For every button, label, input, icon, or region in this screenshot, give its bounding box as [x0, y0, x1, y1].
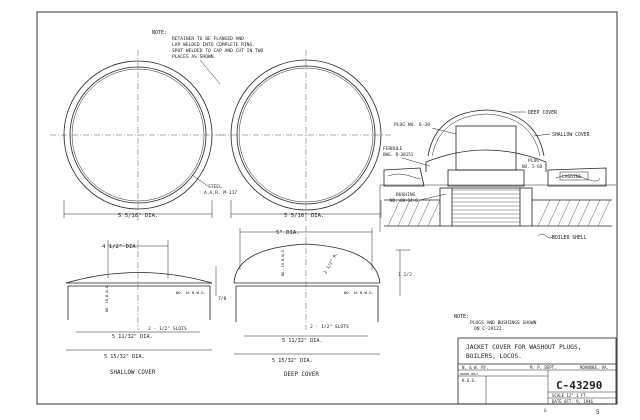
- shallow-top-dia: 4 1/2" DIA.: [102, 244, 139, 250]
- deep-cover-title: DEEP COVER: [284, 372, 319, 378]
- plugs-note: NOTE: PLUGS AND BUSHINGS SHOWN ON C-2912…: [454, 314, 537, 332]
- plug-small-label: PLUG: [528, 158, 539, 164]
- plugs-note-line-2: ON C-29122.: [474, 326, 504, 332]
- shallow-cover-elevation: 4 1/2" DIA. NO. 18 B.W.G. NO. 16 B.W.G. …: [65, 240, 227, 376]
- drawing-border: [36, 11, 618, 405]
- retainer-note-line-2: LAP WELDED INTO COMPLETE RING.: [172, 42, 255, 48]
- retainer-note-line-1: RETAINER TO BE FLANGED AND: [172, 36, 244, 42]
- deep-cover-plan-view: [220, 50, 392, 222]
- deep-bottom-dia-2: 5 15/32" DIA.: [272, 358, 313, 364]
- shallow-dim-right: 7/8: [218, 296, 227, 302]
- railway-name: N. & W. RY.: [462, 365, 489, 370]
- shallow-plan-dia-dimension: 5 5/16" DIA.: [63, 200, 213, 219]
- scale: SCALE 12" 1 FT.: [552, 393, 588, 398]
- deep-side-thk: NO. 16 B.W.G.: [344, 290, 374, 295]
- retainer-note-line-3: SPOT WELDED TO CAP AND CUT IN TWO: [172, 48, 264, 54]
- shallow-slots: 2 - 1/2" SLOTS: [148, 326, 187, 332]
- title-line-1: JACKET COVER FOR WASHOUT PLUGS,: [466, 344, 581, 351]
- deep-cover-elevation: 5" DIA. NO. 18 B.W.G. 2 1/2" R. NO. 16 B…: [233, 226, 412, 378]
- city: ROANOKE, VA.: [580, 365, 609, 370]
- plugs-note-line-1: PLUGS AND BUSHINGS SHOWN: [470, 320, 537, 326]
- retainer-note-line-4: PLACES AS SHOWN.: [172, 54, 216, 60]
- steel-spec: A.A.R. M-117: [204, 190, 237, 196]
- retainer-note: NOTE: RETAINER TO BE FLANGED AND LAP WEL…: [152, 30, 264, 60]
- shallow-cover-plan-view: [50, 50, 226, 222]
- shallow-thk: NO. 18 B.W.G.: [105, 284, 109, 312]
- ferrule-dwg: DWG. B-38151: [383, 152, 414, 157]
- bushing-no: NO. 08-34-6: [390, 198, 418, 203]
- bushing-label: BUSHING: [396, 192, 416, 198]
- lagging-label: LAGGING: [562, 174, 582, 180]
- deep-radius: 2 1/2" R.: [323, 251, 340, 275]
- drawing-number: C-43290: [556, 379, 602, 392]
- deep-slots: 2 - 1/2" SLOTS: [310, 324, 349, 330]
- drawn-label: DRAWN ONLY: [460, 372, 478, 376]
- deep-top-dia: 5" DIA.: [276, 230, 300, 236]
- plugs-note-label: NOTE:: [454, 314, 469, 320]
- department: M. P. DEPT.: [530, 365, 557, 370]
- drawn-value: K.G.S.: [462, 378, 476, 383]
- deep-plan-dia-dimension: 5 5/16" DIA.: [230, 200, 382, 219]
- ferrule-label: FERRULE: [383, 146, 403, 152]
- margin-mark-5: 5: [596, 409, 600, 416]
- deep-dim-right: 1 1/2: [398, 272, 412, 278]
- shallow-cover-label: SHALLOW COVER: [552, 132, 590, 138]
- deep-plan-dia-text: 5 5/16" DIA.: [284, 213, 324, 219]
- deep-bottom-dia-1: 5 11/32" DIA.: [282, 338, 323, 344]
- title-block: JACKET COVER FOR WASHOUT PLUGS, BOILERS,…: [457, 337, 617, 405]
- shallow-bottom-dia-2: 5 15/32" DIA.: [104, 354, 145, 360]
- plug-top-label: PLUG NO. 6-30: [394, 122, 430, 128]
- deep-cover-label: DEEP COVER: [528, 110, 557, 116]
- boiler-shell-label: BOILER SHELL: [552, 235, 587, 241]
- deep-thk: NO. 18 B.W.G.: [281, 248, 285, 276]
- date: DATE OCT. 9, 1946: [552, 399, 594, 404]
- shallow-bottom-dia-1: 5 11/32" DIA.: [112, 334, 153, 340]
- shallow-cover-title: SHALLOW COVER: [110, 370, 156, 376]
- margin-mark-g: G: [544, 408, 547, 413]
- shallow-plan-dia-text: 5 5/16" DIA.: [118, 213, 158, 219]
- section-view: DEEP COVER SHALLOW COVER PLUG NO. 6-30 F…: [379, 109, 616, 241]
- title-line-2: BOILERS, LOCOS.: [466, 353, 522, 360]
- retainer-note-label: NOTE:: [152, 30, 167, 36]
- plug-small-no: NO. 5-60: [522, 164, 543, 169]
- steel-label: STEEL: [208, 184, 222, 190]
- steel-callout: STEEL A.A.R. M-117: [191, 174, 237, 196]
- shallow-side-thk: NO. 16 B.W.G.: [176, 290, 206, 295]
